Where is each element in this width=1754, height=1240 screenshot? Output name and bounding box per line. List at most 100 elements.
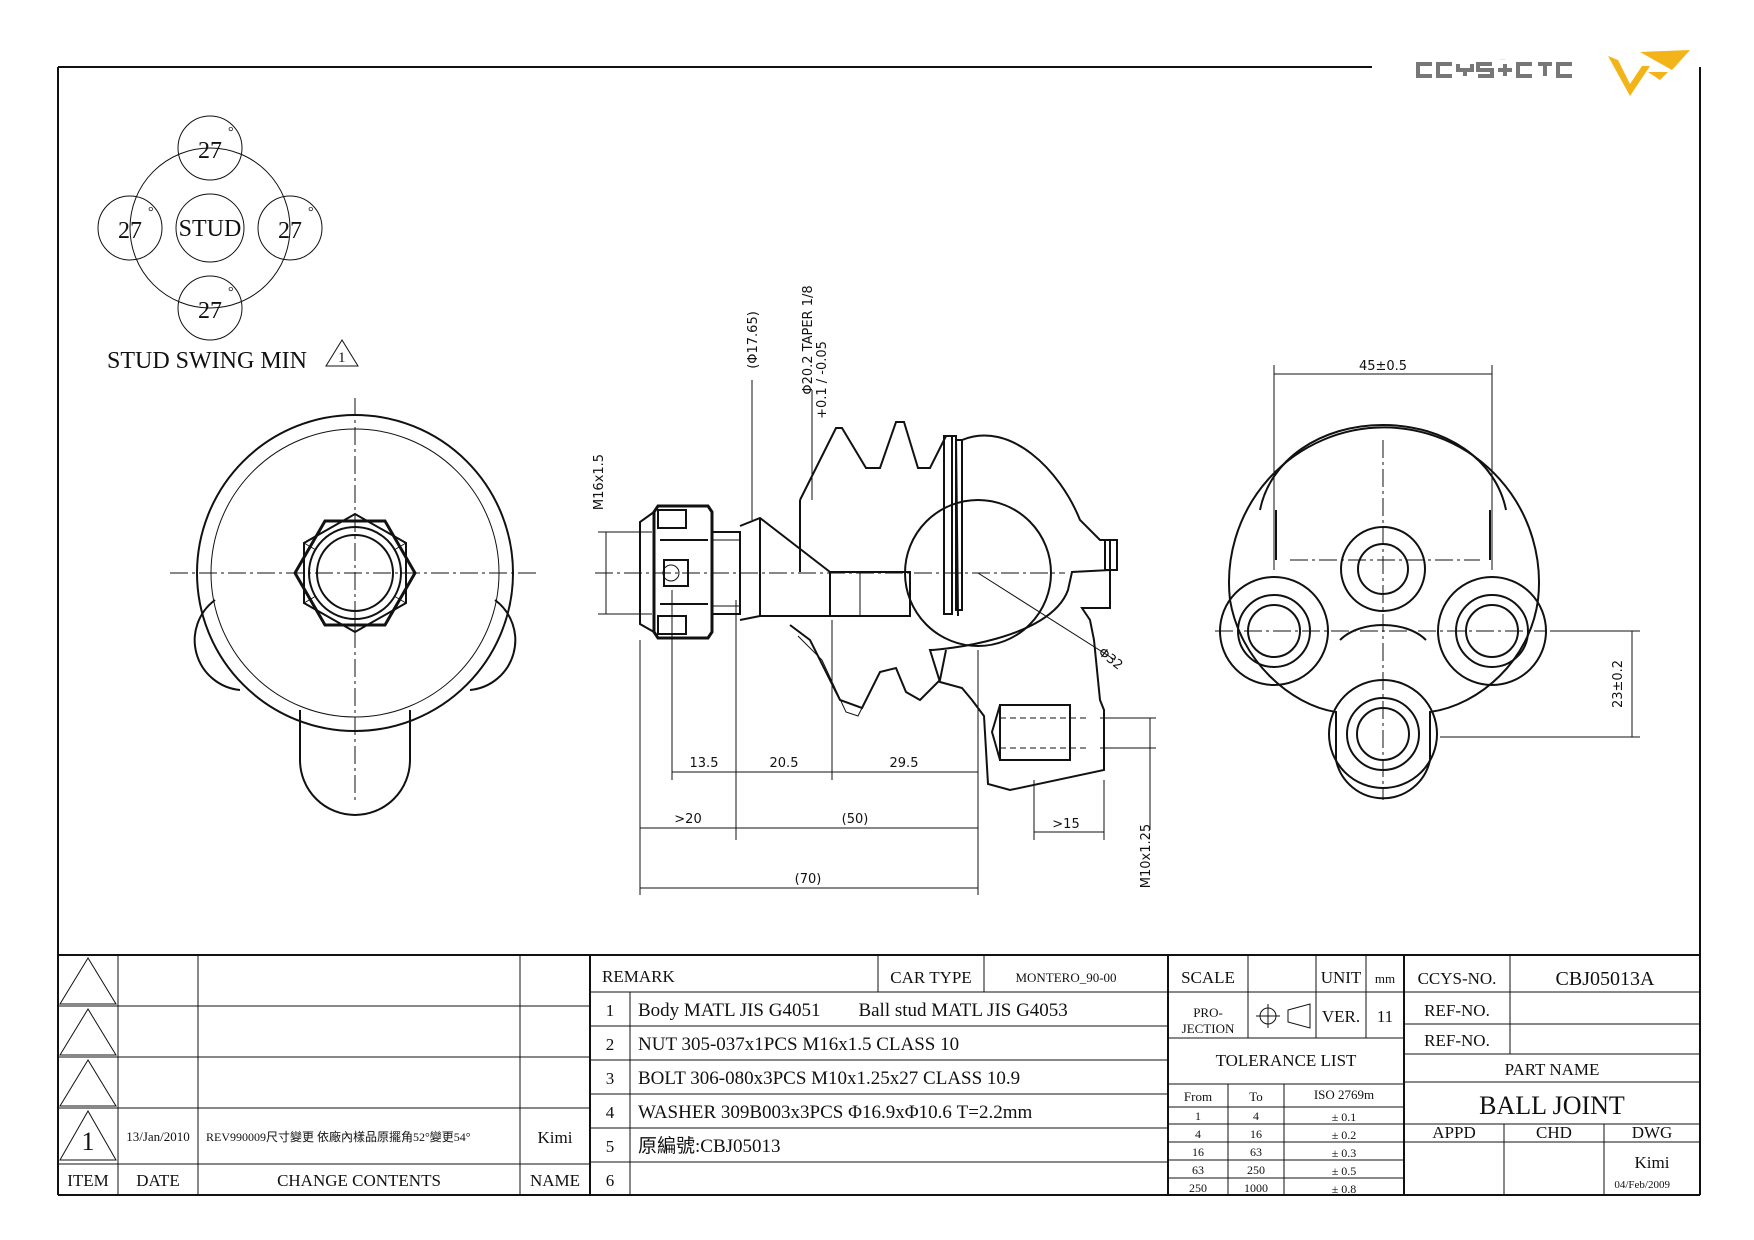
side-view-dimensions: M16x1.5 (Φ17.65) Φ20.2 TAPER 1/8 +0.1 / … [592,285,1156,895]
title-block-grid [58,954,1700,1195]
rev-contents: REV990009尺寸變更 依廠內樣品原擺角52°變更54° [206,1129,471,1144]
remark-no-5: 5 [606,1137,615,1156]
dwg-label: DWG [1632,1123,1673,1142]
rev-name: Kimi [538,1128,573,1147]
ccys-no-label: CCYS-NO. [1418,969,1497,988]
remark-label: REMARK [602,967,675,986]
end-view-nut [170,398,540,816]
car-type-value: MONTERO_90-00 [1015,970,1116,985]
stud-swing-caption: STUD SWING MIN [107,348,307,374]
tol-value: ± 0.8 [1332,1182,1357,1196]
ccys-no-value: CBJ05013A [1556,968,1655,990]
tol-to: 1000 [1244,1181,1268,1195]
rev-header-contents: CHANGE CONTENTS [277,1171,441,1190]
dim-bolt-pitch-width: 45±0.5 [1359,359,1407,374]
tol-from: 1 [1195,1109,1201,1123]
remark-text-5: 原編號:CBJ05013 [638,1135,781,1157]
remark-no-6: 6 [606,1171,615,1190]
revision-mark: 1 [338,350,346,366]
ver-label: VER. [1322,1007,1360,1026]
unit-value: mm [1375,971,1395,986]
chd-label: CHD [1536,1123,1572,1142]
degree-mark: ° [228,125,234,140]
ref-no-label-1: REF-NO. [1424,1001,1490,1020]
tol-to: 63 [1250,1145,1262,1159]
remark-text-4: WASHER 309B003x3PCS Φ16.9xΦ10.6 T=2.2mm [638,1102,1032,1123]
dim-bolt-pitch-height: 23±0.2 [1611,660,1626,708]
side-view-assembly [595,421,1118,792]
drawing-frame [57,66,1701,1196]
logo-text: CCYS+CTC [1500,59,1505,61]
swing-angle-left: 27 [118,218,142,244]
tol-to: 250 [1247,1163,1265,1177]
dim-taper: Φ20.2 TAPER 1/8 [801,285,816,394]
remark-no-1: 1 [606,1001,615,1020]
rev-header-name: NAME [530,1171,580,1190]
tol-value: ± 0.2 [1332,1128,1357,1142]
stud-swing-diagram: STUD 27 27 27 27 ° ° ° ° STUD SWING MIN … [97,115,359,374]
remark-no-2: 2 [606,1035,615,1054]
dim-13-5: 13.5 [690,756,719,771]
stud-label: STUD [179,216,242,242]
remark-no-4: 4 [606,1103,615,1122]
degree-mark: ° [228,285,234,300]
swing-angle-bottom: 27 [198,298,222,324]
degree-mark: ° [148,205,154,220]
tol-from: 4 [1195,1127,1201,1141]
tol-value: ± 0.5 [1332,1164,1357,1178]
tolerance-row: 1 4 ± 0.1 [1195,1109,1356,1124]
scale-label: SCALE [1181,968,1235,987]
rev-item-number: 1 [82,1127,95,1156]
remark-text-3: BOLT 306-080x3PCS M10x1.25x27 CLASS 10.9 [638,1068,1020,1089]
dim-15: >15 [1052,817,1079,832]
tol-to: 16 [1250,1127,1262,1141]
dim-nut-thread: M16x1.5 [592,454,607,510]
part-name-label: PART NAME [1505,1060,1600,1079]
rev-date: 13/Jan/2010 [126,1129,190,1144]
identification-block: CCYS-NO. CBJ05013A REF-NO. REF-NO. PART … [1418,968,1673,1191]
tolerance-title: TOLERANCE LIST [1216,1051,1357,1070]
swing-angle-right: 27 [278,218,302,244]
ver-value: 11 [1377,1007,1393,1026]
revision-triangle-icon: 1 [325,339,359,367]
tol-from: 16 [1192,1145,1204,1159]
tolerance-row: 250 1000 ± 0.8 [1189,1181,1356,1196]
dim-20-5: 20.5 [770,756,799,771]
dim-bolt-thread: M10x1.25 [1139,824,1154,888]
tol-header-iso: ISO 2769m [1314,1087,1374,1102]
tolerance-row: 63 250 ± 0.5 [1192,1163,1356,1178]
revision-table: 1 13/Jan/2010 REV990009尺寸變更 依廠內樣品原擺角52°變… [67,1127,580,1190]
tolerance-list: TOLERANCE LIST From To ISO 2769m 1 4 ± 0… [1184,1051,1374,1196]
tol-value: ± 0.3 [1332,1146,1357,1160]
remark-text-1: Body MATL JIS G4051 Ball stud MATL JIS G… [638,1000,1068,1021]
tolerance-row: 16 63 ± 0.3 [1192,1145,1356,1160]
dwg-date: 04/Feb/2009 [1614,1179,1670,1191]
tol-from: 63 [1192,1163,1204,1177]
company-logo: CCYS+CTC [1416,50,1690,96]
remarks-table: REMARK CAR TYPE MONTERO_90-00 1 Body MAT… [602,967,1117,1190]
degree-mark: ° [308,205,314,220]
tolerance-row: 4 16 ± 0.2 [1195,1127,1356,1142]
dim-20: >20 [674,812,701,827]
dim-50: (50) [842,812,869,827]
scale-unit-block: SCALE UNIT mm PRO- JECTION VER. 11 [1181,968,1395,1036]
logo-wordmark-icon [1416,62,1572,78]
rev-header-item: ITEM [67,1171,109,1190]
unit-label: UNIT [1321,968,1362,987]
dim-shank-dia: (Φ17.65) [746,311,761,369]
dwg-name: Kimi [1635,1153,1670,1172]
tol-to: 4 [1253,1109,1259,1123]
projection-label-1: PRO- [1193,1005,1223,1020]
dim-ball-dia: Φ32 [1095,645,1125,673]
tol-value: ± 0.1 [1332,1110,1357,1124]
flange-view: 45±0.5 23±0.2 [1215,359,1640,800]
projection-symbol-icon [1256,1003,1311,1029]
dim-70: (70) [795,872,822,887]
car-type-label: CAR TYPE [890,968,971,987]
part-name-value: BALL JOINT [1479,1091,1625,1120]
tol-header-from: From [1184,1089,1212,1104]
dim-taper-tol: +0.1 / -0.05 [815,341,830,419]
tol-header-to: To [1249,1089,1263,1104]
logo-chevron-icon [1608,50,1690,96]
